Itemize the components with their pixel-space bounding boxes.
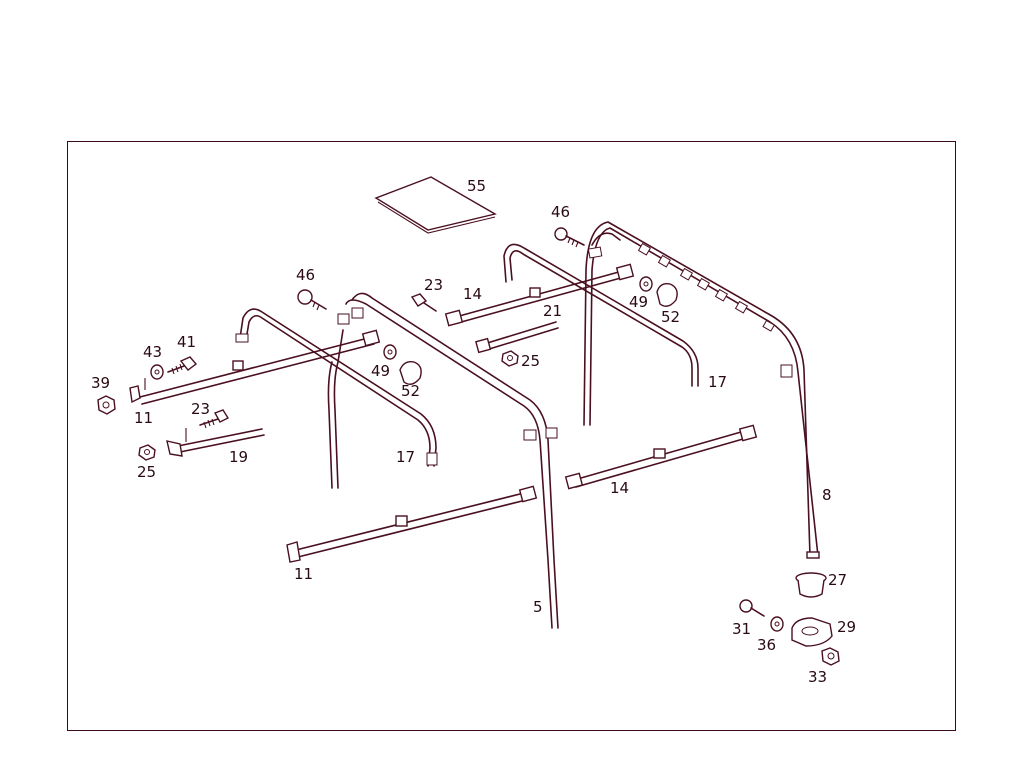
- washer-36: [770, 616, 784, 632]
- callout-43: 43: [143, 343, 162, 361]
- nut-33: [821, 647, 840, 666]
- cap-52-lower: [399, 360, 422, 385]
- callout-8: 8: [822, 486, 832, 504]
- callout-19: 19: [229, 448, 248, 466]
- washer-49-lower: [383, 344, 397, 360]
- bushing-27: [795, 572, 827, 598]
- front-left-hoop: [235, 308, 438, 489]
- strut-19: [166, 428, 265, 457]
- callout-49: 49: [371, 362, 390, 380]
- callout-25: 25: [137, 463, 156, 481]
- main-hoop: [583, 221, 820, 559]
- nut-25-upper: [501, 350, 519, 367]
- callout-17: 17: [396, 448, 415, 466]
- cap-52-upper: [656, 282, 678, 307]
- front-hoop: [345, 292, 559, 629]
- diagram-frame: [67, 141, 956, 731]
- washer-43: [150, 364, 164, 380]
- callout-39: 39: [91, 374, 110, 392]
- callout-41: 41: [177, 333, 196, 351]
- callout-23: 23: [191, 400, 210, 418]
- callout-labels: 55 46 46 23 14 21 49 52 25 17 43 41 39 1…: [91, 177, 856, 686]
- callout-5: 5: [533, 598, 543, 616]
- bolt-41: [167, 356, 198, 375]
- strut-lower: [564, 424, 758, 490]
- callout-17: 17: [708, 373, 727, 391]
- callout-36: 36: [757, 636, 776, 654]
- callout-14: 14: [463, 285, 482, 303]
- strut-21: [475, 321, 559, 354]
- callout-23: 23: [424, 276, 443, 294]
- callout-46: 46: [551, 203, 570, 221]
- cover-plate: [374, 176, 497, 234]
- callout-31: 31: [732, 620, 751, 638]
- main-hoop-brackets: [587, 242, 793, 378]
- washer-49-upper: [639, 276, 653, 292]
- nut-25-lower: [138, 444, 156, 461]
- callout-55: 55: [467, 177, 486, 195]
- callout-14: 14: [610, 479, 629, 497]
- strut-11-lower: [286, 485, 538, 563]
- strut-11-upper: [129, 329, 381, 405]
- callout-52: 52: [661, 308, 680, 326]
- callout-25: 25: [521, 352, 540, 370]
- callout-11: 11: [294, 565, 313, 583]
- callout-46: 46: [296, 266, 315, 284]
- hardware: [97, 227, 840, 666]
- callout-29: 29: [837, 618, 856, 636]
- clamp-29: [791, 617, 833, 647]
- bolt-31: [739, 599, 765, 617]
- callout-52: 52: [401, 382, 420, 400]
- callout-33: 33: [808, 668, 827, 686]
- bolt-46-upper: [554, 227, 585, 248]
- callout-49: 49: [629, 293, 648, 311]
- nut-39: [97, 395, 116, 415]
- callout-11: 11: [134, 409, 153, 427]
- callout-21: 21: [543, 302, 562, 320]
- bolt-46-lower: [297, 289, 327, 311]
- bolt-23-upper: [410, 293, 437, 312]
- strut-upper: [444, 263, 635, 327]
- bolt-23-lower: [199, 409, 230, 429]
- callout-27: 27: [828, 571, 847, 589]
